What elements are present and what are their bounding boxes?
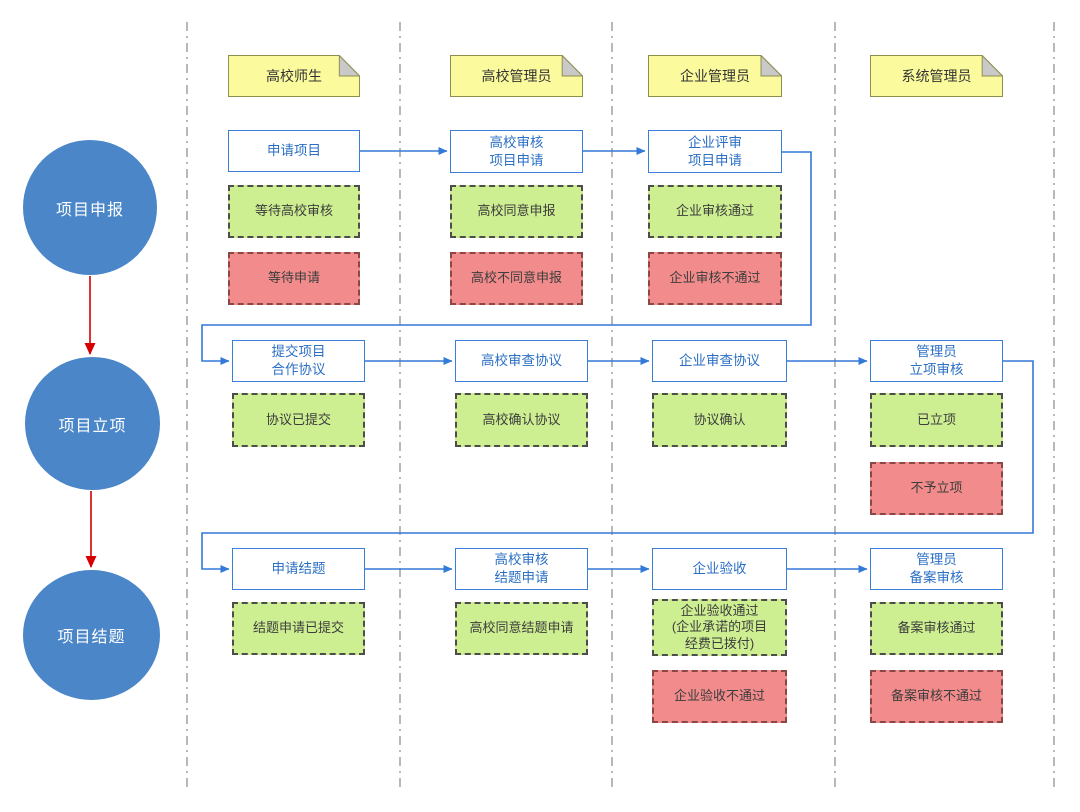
- status-enterprise-review-failed: 企业审核不通过: [648, 252, 782, 305]
- status-enterprise-review-passed: 企业审核通过: [648, 185, 782, 238]
- lane-header-enterprise-admin: 企业管理员: [648, 55, 782, 97]
- status-university-rejected-declaration: 高校不同意申报: [450, 252, 583, 305]
- lane-header-label: 系统管理员: [901, 68, 972, 84]
- lane-header-label: 企业管理员: [680, 68, 750, 84]
- status-agreement-submitted: 协议已提交: [232, 393, 365, 447]
- status-university-confirmed-agreement: 高校确认协议: [455, 393, 588, 447]
- status-project-established: 已立项: [870, 393, 1003, 447]
- process-admin-project-approval: 管理员 立项审核: [870, 340, 1003, 382]
- stage-circle-declaration: 项目申报: [23, 140, 157, 275]
- process-enterprise-review-agreement: 企业审查协议: [652, 340, 787, 382]
- stage-arrows: [84, 276, 97, 568]
- status-record-review-passed: 备案审核通过: [870, 602, 1003, 655]
- status-university-approved-conclusion: 高校同意结题申请: [455, 602, 588, 655]
- status-conclusion-application-submitted: 结题申请已提交: [232, 602, 365, 655]
- status-project-not-established: 不予立项: [870, 462, 1003, 515]
- process-apply-conclusion: 申请结题: [232, 548, 365, 590]
- status-waiting-university-review: 等待高校审核: [228, 185, 360, 238]
- status-enterprise-acceptance-passed: 企业验收通过 (企业承诺的项目 经费已拨付): [652, 599, 787, 656]
- status-university-approved-declaration: 高校同意申报: [450, 185, 583, 238]
- lane-header-system-admin: 系统管理员: [870, 55, 1003, 97]
- note-shape-icon: [870, 55, 1003, 97]
- note-shape-icon: [228, 55, 360, 97]
- status-record-review-failed: 备案审核不通过: [870, 670, 1003, 723]
- process-submit-cooperation-agreement: 提交项目 合作协议: [232, 340, 365, 382]
- flow-connectors: [201, 147, 1034, 573]
- lane-header-university-staff: 高校师生: [228, 55, 360, 97]
- stage-circle-approval: 项目立项: [25, 357, 160, 490]
- process-enterprise-review-application: 企业评审 项目申请: [648, 130, 782, 173]
- status-enterprise-acceptance-failed: 企业验收不通过: [652, 670, 787, 723]
- note-shape-icon: [450, 55, 583, 97]
- lane-divider-lines: [186, 22, 1055, 788]
- lane-header-label: 高校管理员: [481, 68, 552, 84]
- status-waiting-application: 等待申请: [228, 252, 360, 305]
- process-admin-record-review: 管理员 备案审核: [870, 548, 1003, 590]
- note-shape-icon: [648, 55, 782, 97]
- process-enterprise-acceptance: 企业验收: [652, 548, 787, 590]
- lane-header-label: 高校师生: [266, 68, 322, 84]
- process-university-review-conclusion: 高校审核 结题申请: [455, 548, 588, 590]
- stage-circle-conclusion: 项目结题: [23, 570, 160, 700]
- process-university-review-agreement: 高校审查协议: [455, 340, 588, 382]
- lane-header-university-admin: 高校管理员: [450, 55, 583, 97]
- process-apply-project: 申请项目: [228, 130, 360, 172]
- process-university-review-application: 高校审核 项目申请: [450, 130, 583, 173]
- status-agreement-confirmed: 协议确认: [652, 393, 787, 447]
